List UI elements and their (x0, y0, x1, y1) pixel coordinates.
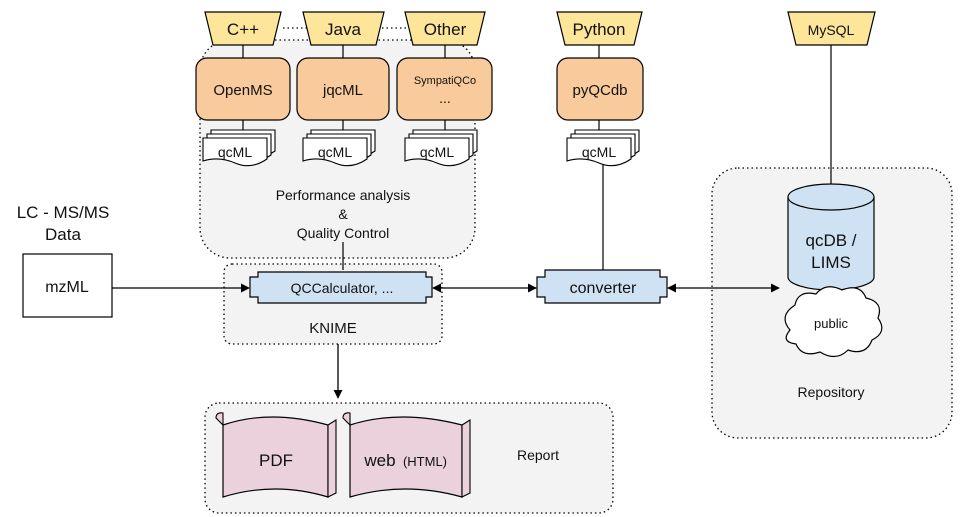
qcml-document-openms: qcML (202, 129, 276, 167)
public-label: public (814, 316, 848, 331)
input-title-line1: LC - MS/MS (17, 203, 110, 222)
tool-sympatiqco-more: ... (439, 90, 451, 106)
tool-openms-label: OpenMS (213, 82, 272, 99)
qcml-document-sympatiqco: qcML (404, 129, 478, 167)
converter-node: converter (536, 269, 668, 304)
language-java-label: Java (325, 20, 361, 39)
mzml-label: mzML (45, 279, 89, 296)
language-other-label: Other (424, 20, 467, 39)
tool-jqcml: jqcML (296, 57, 390, 121)
qcdb-line1: qcDB / (805, 231, 856, 250)
converter-label: converter (570, 280, 637, 297)
qccalculator-label: QCCalculator, ... (291, 280, 394, 296)
tool-pyqcdb-label: pyQCdb (572, 82, 627, 99)
language-python-label: Python (573, 20, 626, 39)
language-tag-java: Java (302, 11, 385, 46)
repository-label: Repository (798, 384, 865, 400)
tool-jqcml-label: jqcML (322, 82, 363, 99)
qcml-document-pyqcdb: qcML (566, 129, 640, 167)
web-html-label: (HTML) (403, 454, 447, 469)
qcdb-database-cylinder: qcDB / LIMS (787, 183, 875, 291)
qcml-sympatiqco-label: qcML (420, 144, 454, 160)
language-tag-python: Python (556, 11, 643, 46)
public-cloud: public (784, 286, 883, 358)
qcml-document-jqcml: qcML (302, 129, 376, 167)
input-title-line2: Data (45, 225, 81, 244)
tool-sympatiqco-label: SympatiQCo (414, 75, 476, 87)
mzml-file-box: mzML (22, 253, 113, 318)
analysis-line2: & (338, 206, 348, 222)
language-cpp-label: C++ (227, 20, 259, 39)
language-tag-cpp: C++ (204, 11, 282, 46)
language-tag-mysql: MySQL (787, 11, 876, 46)
vertical-connectors (242, 45, 832, 270)
language-tag-other: Other (404, 11, 486, 46)
knime-label: KNIME (309, 320, 357, 337)
tool-pyqcdb: pyQCdb (556, 57, 644, 121)
report-web-document: web (HTML) (342, 412, 471, 498)
report-pdf-document: PDF (215, 412, 337, 498)
web-label: web (363, 451, 395, 470)
qccalculator-node: QCCalculator, ... (249, 271, 433, 304)
qcdb-line2: LIMS (811, 253, 851, 272)
tool-sympatiqco: SympatiQCo ... (396, 57, 493, 121)
qcml-pyqcdb-label: qcML (582, 144, 616, 160)
qcml-jqcml-label: qcML (318, 144, 352, 160)
analysis-line3: Quality Control (297, 225, 390, 241)
pdf-label: PDF (259, 451, 293, 470)
flow-arrows (112, 283, 780, 399)
analysis-line1: Performance analysis (276, 187, 411, 203)
tool-openms: OpenMS (195, 57, 291, 121)
language-mysql-label: MySQL (808, 22, 855, 38)
qcml-openms-label: qcML (218, 144, 252, 160)
report-label: Report (517, 447, 559, 463)
